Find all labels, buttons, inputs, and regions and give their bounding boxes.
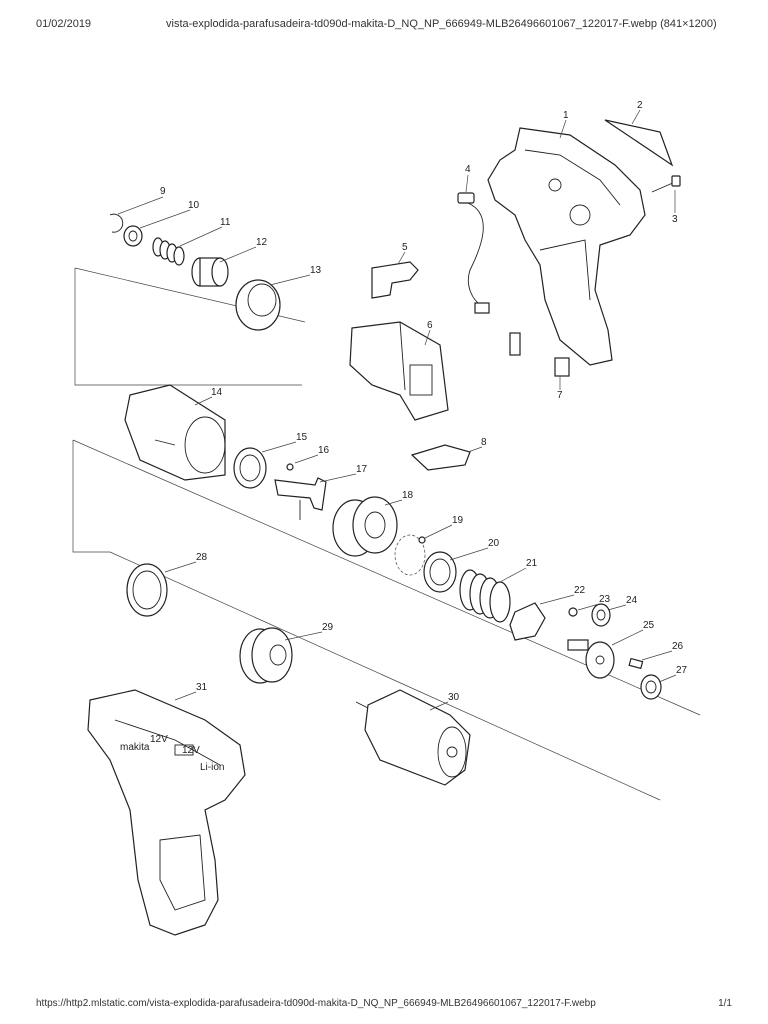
footer-url: https://http2.mlstatic.com/vista-explodi… xyxy=(36,998,596,1009)
label-part-15: 15 xyxy=(296,432,308,443)
part-4-wire-connector xyxy=(457,192,490,314)
label-part-11: 11 xyxy=(220,217,231,228)
part-1-housing-half xyxy=(487,127,646,366)
part-13-cap xyxy=(235,279,281,331)
label-part-16: 16 xyxy=(318,445,330,456)
label-part-5: 5 xyxy=(402,242,408,253)
label-part-25: 25 xyxy=(643,620,655,631)
leader-lines xyxy=(117,109,677,711)
label-part-19: 19 xyxy=(452,515,464,526)
label-part-6: 6 xyxy=(427,320,433,331)
housing-brand-text: makita xyxy=(120,742,150,753)
page-footer: https://http2.mlstatic.com/vista-explodi… xyxy=(36,998,732,1012)
part-31-housing-assembly: makita 12V 12V Li-ion xyxy=(87,689,246,936)
part-6-switch xyxy=(349,321,449,421)
part-2-nameplate xyxy=(604,119,674,167)
housing-battery-text: Li-ion xyxy=(200,762,224,773)
label-part-9: 9 xyxy=(160,186,166,197)
label-part-7: 7 xyxy=(557,390,563,401)
part-26-pin xyxy=(628,657,644,670)
part-19-ball-ring xyxy=(394,534,426,576)
part-7-plate xyxy=(554,357,570,377)
part-21-spring xyxy=(459,569,511,623)
part-27-washer xyxy=(640,674,662,700)
part-17-anvil xyxy=(274,477,327,520)
housing-voltage-text-2: 12V xyxy=(150,734,168,745)
label-part-8: 8 xyxy=(481,437,487,448)
label-part-31: 31 xyxy=(196,682,208,693)
part-24-gear xyxy=(591,603,611,627)
label-part-30: 30 xyxy=(448,692,460,703)
label-part-13: 13 xyxy=(310,265,322,276)
label-part-24: 24 xyxy=(626,595,638,606)
label-part-3: 3 xyxy=(672,214,678,225)
part-5-lever xyxy=(371,261,419,299)
part-30-motor xyxy=(355,689,471,786)
label-part-22: 22 xyxy=(574,585,586,596)
label-part-18: 18 xyxy=(402,490,414,501)
label-part-4: 4 xyxy=(465,164,471,175)
header-title: vista-explodida-parafusadeira-td090d-mak… xyxy=(166,18,717,30)
part-20-washer xyxy=(423,551,457,593)
housing-voltage-text-1: 12V xyxy=(182,745,200,756)
part-3-screw xyxy=(651,175,681,193)
part-15-washer xyxy=(233,447,267,489)
label-part-12: 12 xyxy=(256,237,268,248)
part-18-hammer xyxy=(332,496,398,557)
label-part-10: 10 xyxy=(188,200,200,211)
part-8-contact-plate xyxy=(410,444,471,471)
part-9-retaining-ring xyxy=(109,213,124,233)
part-22-o-ring xyxy=(509,602,546,641)
label-part-21: 21 xyxy=(526,558,538,569)
part-14-hammer-case xyxy=(124,384,226,481)
part-29-gear-housing xyxy=(239,627,293,684)
page-header: 01/02/2019 vista-explodida-parafusadeira… xyxy=(36,18,732,32)
label-part-26: 26 xyxy=(672,641,684,652)
label-part-17: 17 xyxy=(356,464,368,475)
header-date: 01/02/2019 xyxy=(36,18,92,30)
label-part-2: 2 xyxy=(637,100,643,111)
label-part-23: 23 xyxy=(599,594,611,605)
small-bracket xyxy=(509,332,521,356)
part-12-sleeve xyxy=(191,257,229,287)
label-part-20: 20 xyxy=(488,538,500,549)
part-28-ring xyxy=(126,563,168,617)
part-16-ball xyxy=(286,463,294,471)
label-part-27: 27 xyxy=(676,665,688,676)
label-part-29: 29 xyxy=(322,622,334,633)
part-11-spring xyxy=(152,237,185,266)
label-part-1: 1 xyxy=(563,110,569,121)
part-25-spindle xyxy=(567,639,615,679)
part-10-washer xyxy=(123,225,143,247)
label-part-14: 14 xyxy=(211,387,223,398)
label-part-28: 28 xyxy=(196,552,208,563)
footer-page-number: 1/1 xyxy=(718,998,732,1009)
part-23-ball xyxy=(568,607,578,617)
part-number-labels: 1 2 3 4 5 6 7 8 9 10 11 12 13 14 15 16 1… xyxy=(160,100,688,703)
